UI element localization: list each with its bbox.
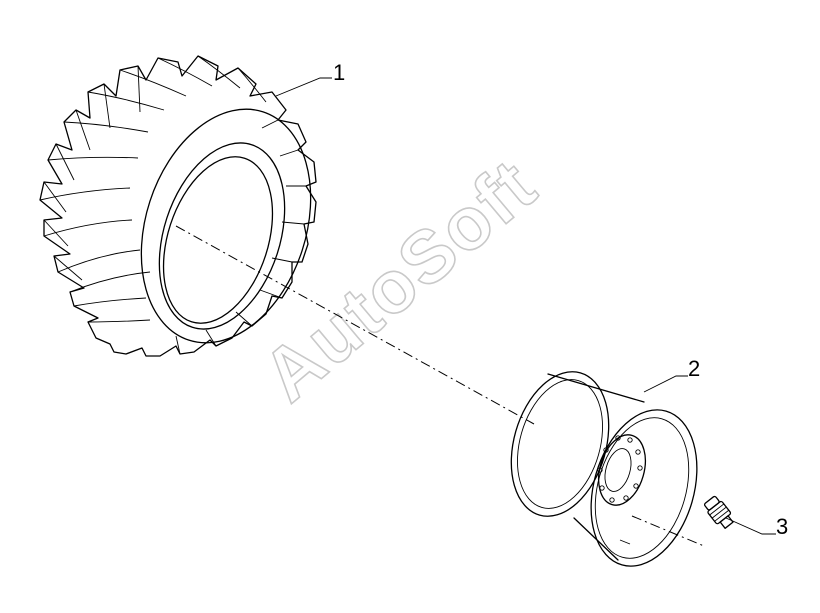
rim-barrel-top (547, 373, 645, 403)
assembly-axis-valve (631, 515, 705, 547)
rim-back-flange-inner (517, 379, 603, 509)
tyre-tread-outline (39, 55, 317, 357)
tyre-part[interactable] (39, 55, 339, 365)
tyre-sidewall-lugs (175, 119, 306, 355)
tyre-sidewall (140, 108, 312, 344)
leader-line-3 (725, 517, 776, 535)
rim-front-flange-inner (594, 417, 690, 559)
watermark-text: AutoSoft (247, 143, 552, 418)
callout-1: 1 (333, 60, 345, 85)
rim-part[interactable] (495, 360, 714, 578)
rim-centre-disc (597, 434, 647, 506)
assembly-axis-tyre-rim (175, 225, 535, 425)
tyre-bead-inner (162, 156, 274, 324)
rim-bolt-holes (597, 435, 643, 503)
valve-part[interactable] (702, 494, 736, 530)
rim-centre-hole (604, 448, 632, 492)
rim-front-flange (590, 409, 698, 567)
leader-line-2 (643, 375, 688, 393)
rim-back-flange (510, 371, 610, 517)
rim-valve-hole (619, 539, 631, 545)
tyre-tread-lugs (39, 55, 267, 323)
callout-2: 2 (688, 356, 700, 381)
tyre-bead-outer (158, 142, 286, 330)
valve-threads (709, 503, 730, 522)
leader-line-1 (275, 77, 332, 97)
callout-3: 3 (776, 514, 788, 539)
valve-stem (719, 515, 734, 529)
